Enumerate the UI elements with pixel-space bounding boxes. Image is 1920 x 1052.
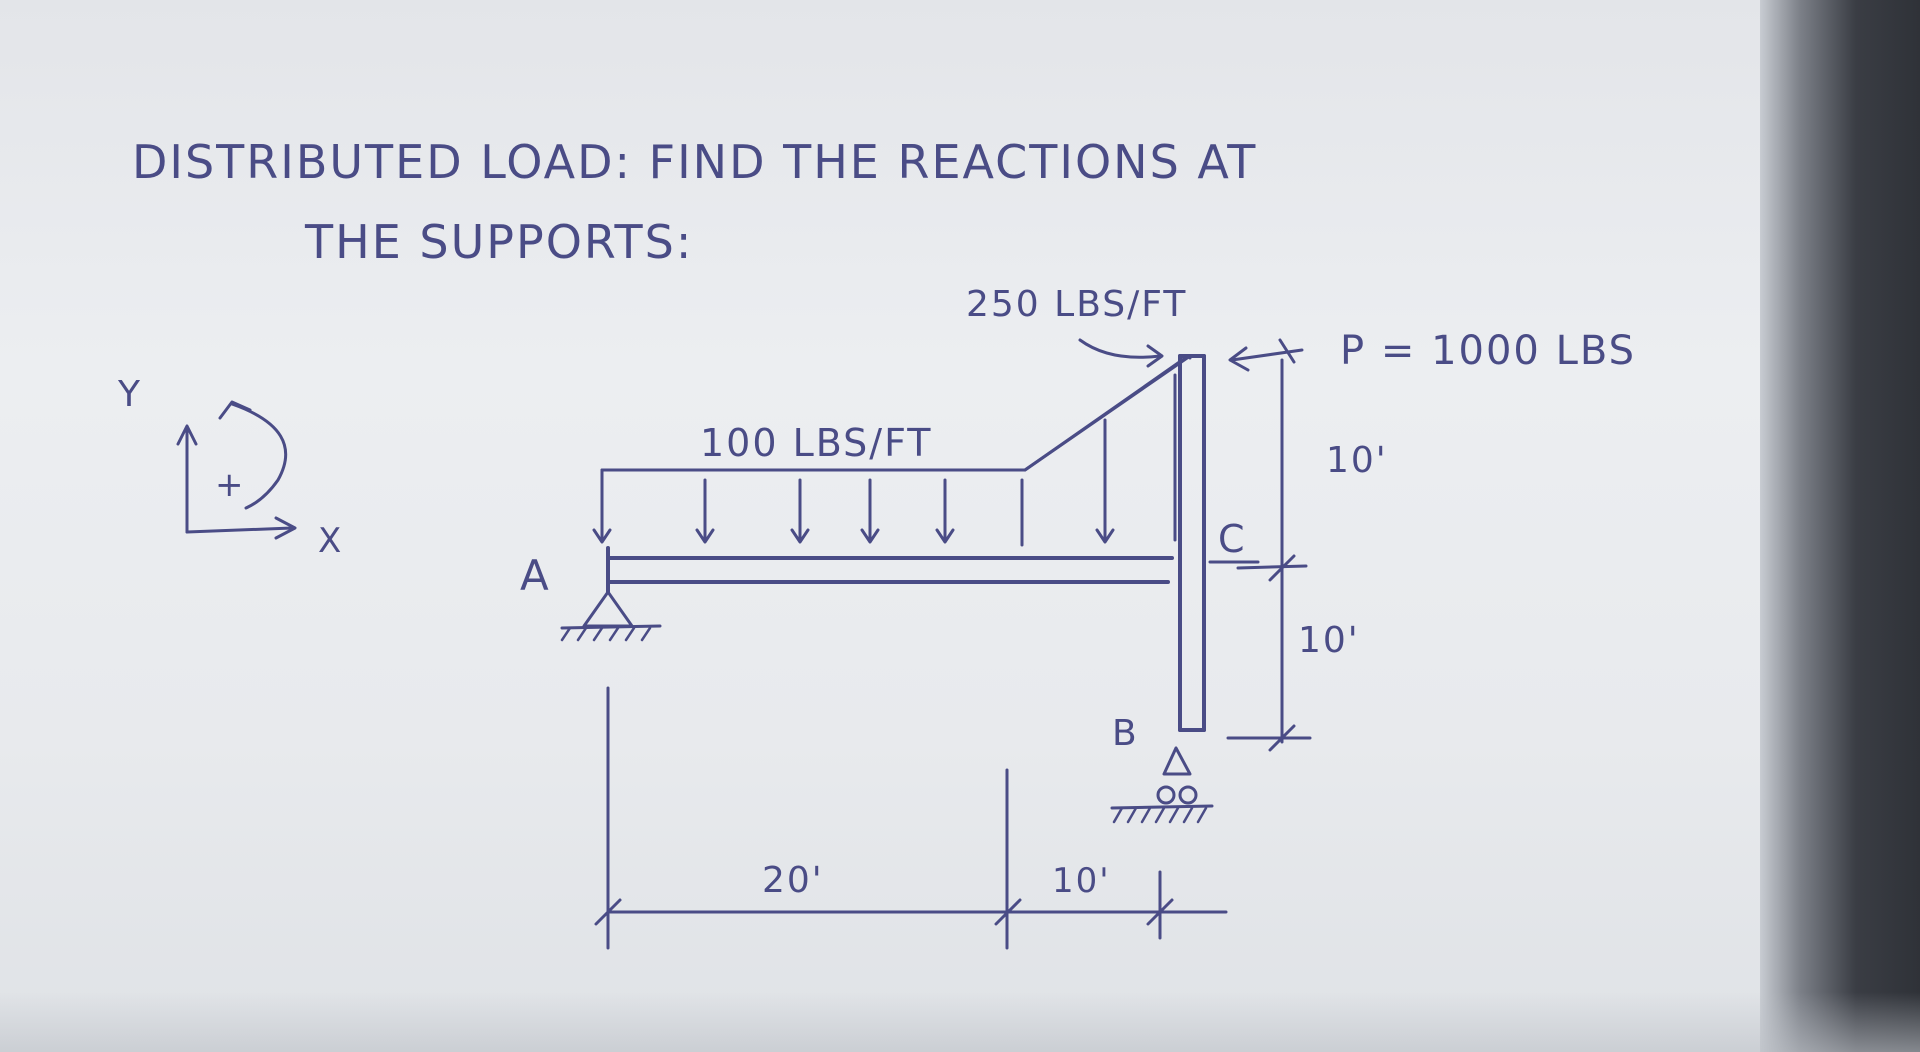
point-load-label: P = 1000 LBS: [1340, 328, 1636, 374]
peak-pointer-arrow: [1078, 338, 1162, 359]
vertical-tick-middle: [1236, 564, 1308, 570]
point-load-arrowhead: [1228, 346, 1250, 372]
point-a-label: A: [520, 551, 551, 600]
x-axis-line: [185, 526, 294, 534]
dim-slash-left: [594, 898, 622, 926]
pin-ground-line: [560, 624, 662, 630]
vertical-dimension: [1226, 358, 1312, 752]
load-arrowhead-1: [592, 528, 612, 544]
roller-triangle: [1162, 746, 1192, 776]
dim-slash-right: [1146, 898, 1174, 926]
pin-hatching: [560, 626, 652, 642]
point-b-label: B: [1112, 713, 1139, 754]
positive-sign: +: [215, 465, 246, 505]
beam-structure: [606, 354, 1206, 732]
peak-pointer-arrowhead: [1146, 344, 1164, 368]
vertical-slash-middle: [1268, 554, 1296, 582]
monitor-bezel: [1760, 0, 1920, 1052]
roller-ground-line: [1110, 804, 1214, 810]
title-line-1: DISTRIBUTED LOAD: FIND THE REACTIONS AT: [132, 135, 1257, 189]
vertical-dimension-lower-label: 10': [1298, 620, 1360, 661]
horizontal-dimension: [594, 686, 1228, 950]
bottom-shadow: [0, 992, 1920, 1052]
roller-hatching: [1112, 806, 1208, 824]
point-load-p: [1228, 338, 1304, 372]
load-arrowhead-5: [935, 528, 955, 544]
rotation-arrow: [230, 402, 288, 510]
uniform-load-label: 100 LBS/FT: [700, 421, 933, 465]
horizontal-dimension-2-label: 10': [1052, 861, 1111, 901]
roller-wheel-2: [1178, 785, 1198, 805]
load-arrowhead-7: [1095, 528, 1115, 544]
point-c-label: C: [1218, 517, 1247, 561]
vertical-dimension-upper-label: 10': [1326, 440, 1388, 481]
load-arrowhead-4: [860, 528, 880, 544]
point-load-arrow: [1230, 348, 1304, 362]
coordinate-axes: [176, 400, 297, 540]
point-load-tail-mark: [1278, 338, 1296, 364]
x-axis-label: X: [318, 521, 343, 561]
roller-wheel-1: [1156, 785, 1176, 805]
pin-support-a: [560, 590, 662, 642]
x-axis-arrowhead: [274, 516, 297, 540]
load-arrowhead-3: [790, 528, 810, 544]
load-arrowhead-2: [695, 528, 715, 544]
rotation-arrowhead: [218, 400, 252, 420]
roller-support-b: [1110, 746, 1214, 824]
vertical-slash-bottom: [1268, 724, 1296, 752]
dim-slash-middle: [994, 898, 1022, 926]
peak-load-label: 250 LBS/FT: [966, 284, 1187, 325]
title-line-2: THE SUPPORTS:: [304, 215, 693, 269]
y-axis-arrowhead: [176, 424, 198, 446]
y-axis-label: Y: [117, 374, 142, 415]
horizontal-dimension-1-label: 20': [762, 860, 824, 901]
load-ramp: [1023, 354, 1190, 472]
pin-triangle: [582, 590, 634, 628]
